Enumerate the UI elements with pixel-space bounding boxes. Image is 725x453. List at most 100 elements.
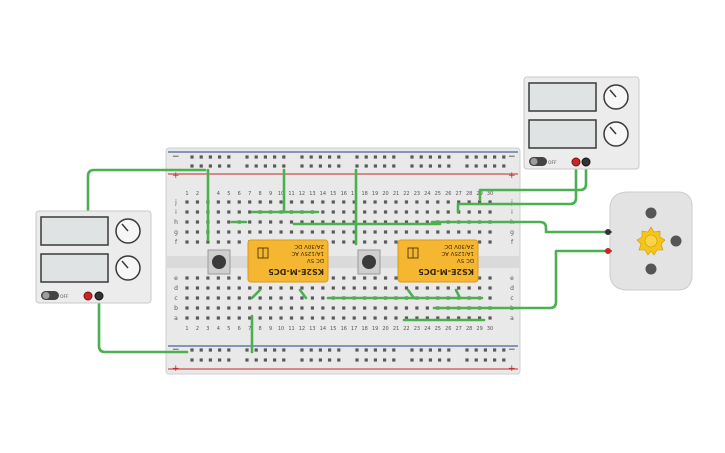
breadboard-hole[interactable] (364, 358, 368, 362)
breadboard-hole[interactable] (185, 220, 189, 224)
breadboard-hole[interactable] (216, 306, 220, 310)
breadboard-hole[interactable] (227, 155, 231, 159)
breadboard-hole[interactable] (446, 210, 450, 214)
breadboard-hole[interactable] (415, 220, 419, 224)
breadboard-hole[interactable] (208, 155, 212, 159)
breadboard-hole[interactable] (282, 155, 286, 159)
breadboard-hole[interactable] (410, 164, 414, 168)
breadboard-hole[interactable] (394, 316, 398, 320)
breadboard-hole[interactable] (269, 230, 273, 234)
breadboard-hole[interactable] (415, 230, 419, 234)
breadboard-hole[interactable] (216, 230, 220, 234)
breadboard-hole[interactable] (342, 200, 346, 204)
breadboard-hole[interactable] (438, 358, 442, 362)
breadboard-hole[interactable] (478, 240, 482, 244)
breadboard-hole[interactable] (318, 155, 322, 159)
breadboard-hole[interactable] (227, 276, 231, 280)
breadboard-hole[interactable] (254, 155, 258, 159)
power-toggle-left[interactable]: OFF (41, 291, 69, 300)
breadboard-hole[interactable] (483, 358, 487, 362)
breadboard-hole[interactable] (309, 164, 313, 168)
breadboard-hole[interactable] (185, 210, 189, 214)
breadboard-hole[interactable] (447, 164, 451, 168)
breadboard-hole[interactable] (300, 164, 304, 168)
breadboard-hole[interactable] (227, 348, 231, 352)
breadboard-hole[interactable] (436, 316, 440, 320)
breadboard-hole[interactable] (237, 316, 241, 320)
breadboard-hole[interactable] (218, 155, 222, 159)
breadboard-hole[interactable] (483, 155, 487, 159)
breadboard-hole[interactable] (218, 358, 222, 362)
breadboard-hole[interactable] (321, 316, 325, 320)
relay-2[interactable]: KS2E-M-DC5 DC 5V 1A/125V AC 2A/30V DC (397, 239, 479, 283)
breadboard-hole[interactable] (263, 164, 267, 168)
terminal-negative-left[interactable] (94, 291, 104, 301)
breadboard-hole[interactable] (279, 220, 283, 224)
breadboard-hole[interactable] (269, 316, 273, 320)
wire-relay1-foot-left[interactable] (250, 288, 262, 300)
breadboard-hole[interactable] (447, 155, 451, 159)
breadboard-hole[interactable] (195, 220, 200, 224)
breadboard-hole[interactable] (355, 155, 359, 159)
breadboard-hole[interactable] (258, 316, 262, 320)
breadboard-hole[interactable] (227, 296, 231, 300)
breadboard-hole[interactable] (373, 220, 377, 224)
breadboard-hole[interactable] (457, 316, 461, 320)
breadboard-hole[interactable] (245, 348, 249, 352)
wire-relay2-bridge[interactable] (430, 220, 610, 234)
breadboard-hole[interactable] (300, 200, 304, 204)
breadboard-hole[interactable] (254, 164, 258, 168)
breadboard-hole[interactable] (309, 155, 313, 159)
breadboard-hole[interactable] (282, 358, 286, 362)
breadboard-hole[interactable] (227, 220, 231, 224)
breadboard-hole[interactable] (300, 358, 304, 362)
breadboard-hole[interactable] (373, 200, 377, 204)
breadboard-hole[interactable] (447, 348, 451, 352)
breadboard-hole[interactable] (216, 240, 220, 244)
breadboard-hole[interactable] (300, 230, 304, 234)
wire-relay2-foot-left[interactable] (406, 288, 416, 300)
breadboard-hole[interactable] (488, 210, 492, 214)
breadboard-hole[interactable] (282, 164, 286, 168)
breadboard-hole[interactable] (237, 296, 241, 300)
breadboard-hole[interactable] (328, 164, 332, 168)
breadboard-hole[interactable] (237, 306, 241, 310)
breadboard-hole[interactable] (208, 348, 212, 352)
breadboard-hole[interactable] (352, 200, 356, 204)
breadboard-hole[interactable] (425, 210, 429, 214)
knob-voltage-right[interactable] (603, 84, 629, 110)
breadboard-hole[interactable] (328, 155, 332, 159)
breadboard-hole[interactable] (248, 316, 252, 320)
breadboard-hole[interactable] (465, 155, 469, 159)
breadboard-hole[interactable] (258, 200, 262, 204)
breadboard-hole[interactable] (373, 164, 377, 168)
breadboard-hole[interactable] (415, 210, 419, 214)
relay-1[interactable]: KS2E-M-DC5 DC 5V 1A/125V AC 2A/30V DC (247, 239, 329, 283)
breadboard-hole[interactable] (237, 210, 241, 214)
breadboard-hole[interactable] (185, 316, 189, 320)
breadboard-hole[interactable] (364, 348, 368, 352)
breadboard-hole[interactable] (248, 220, 252, 224)
breadboard-hole[interactable] (195, 276, 200, 280)
breadboard-hole[interactable] (363, 286, 367, 290)
breadboard-hole[interactable] (321, 230, 325, 234)
breadboard-hole[interactable] (355, 348, 359, 352)
breadboard-hole[interactable] (419, 164, 423, 168)
breadboard-hole[interactable] (478, 200, 482, 204)
motor-terminal-negative[interactable] (605, 229, 611, 235)
breadboard-hole[interactable] (352, 220, 356, 224)
breadboard-hole[interactable] (227, 210, 231, 214)
breadboard-hole[interactable] (227, 358, 231, 362)
breadboard-hole[interactable] (185, 200, 189, 204)
terminal-negative-right[interactable] (581, 157, 591, 167)
breadboard-hole[interactable] (392, 348, 396, 352)
breadboard-hole[interactable] (394, 306, 398, 310)
breadboard-hole[interactable] (206, 286, 210, 290)
breadboard-hole[interactable] (352, 210, 356, 214)
breadboard-hole[interactable] (410, 348, 414, 352)
breadboard-hole[interactable] (216, 220, 220, 224)
breadboard-hole[interactable] (185, 296, 189, 300)
breadboard-hole[interactable] (483, 164, 487, 168)
breadboard-hole[interactable] (436, 230, 440, 234)
breadboard-hole[interactable] (258, 296, 262, 300)
